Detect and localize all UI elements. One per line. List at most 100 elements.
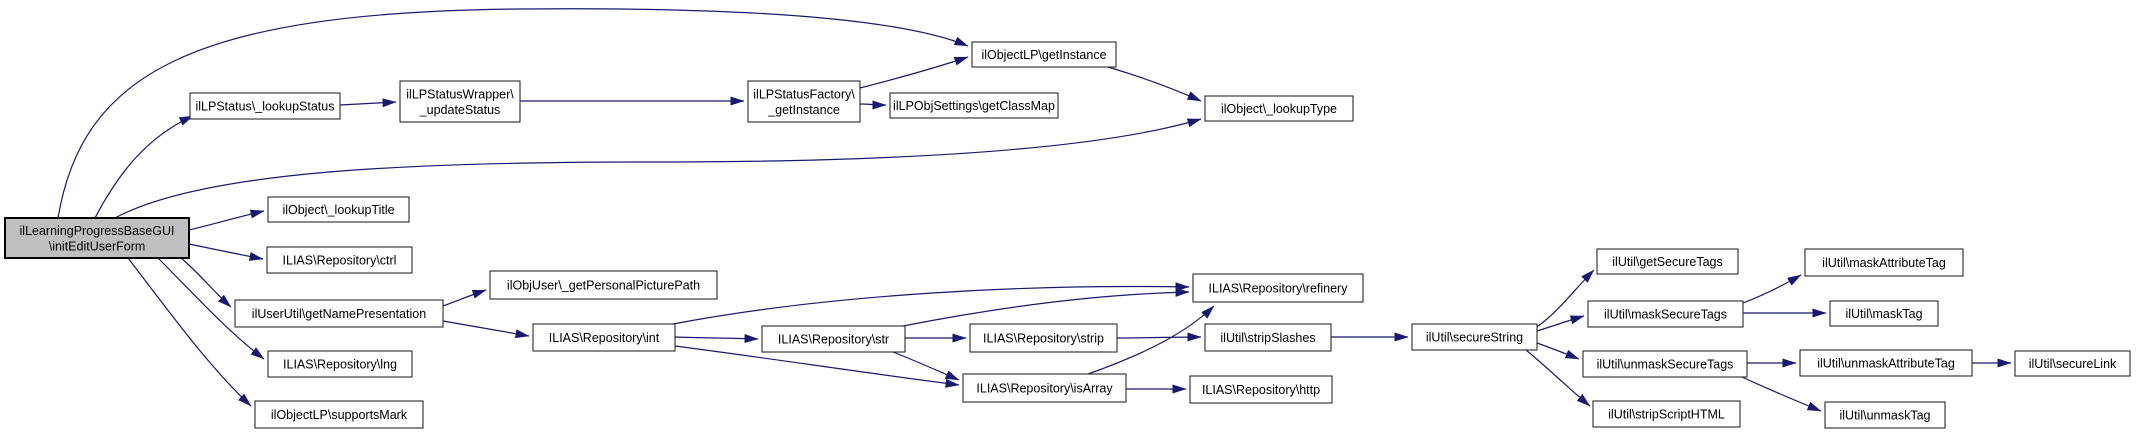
edge-getnamepres-picpath bbox=[442, 289, 487, 307]
node-box[interactable] bbox=[1804, 248, 1964, 277]
node-box[interactable] bbox=[1596, 248, 1739, 275]
edge-securestring-masksecuretags bbox=[1536, 315, 1585, 332]
node-label: ilUtil\unmaskTag bbox=[1839, 409, 1930, 423]
node-label-line: ILIAS\Repository\isArray bbox=[976, 382, 1113, 396]
node-box[interactable] bbox=[267, 350, 413, 378]
node-box[interactable] bbox=[1582, 350, 1748, 378]
node-label-line: ilObject\_lookupTitle bbox=[282, 203, 394, 217]
graph-node-picpath[interactable]: ilObjUser\_getPersonalPicturePath bbox=[489, 270, 718, 300]
node-box[interactable] bbox=[489, 270, 718, 300]
node-label: ilLPStatusFactory\_getInstance bbox=[753, 88, 855, 118]
node-box[interactable] bbox=[1829, 300, 1939, 327]
node-label-line: ilUtil\stripSlashes bbox=[1220, 331, 1315, 345]
node-label-line: ilUtil\maskTag bbox=[1845, 307, 1922, 321]
node-label-line: ilUtil\unmaskAttributeTag bbox=[1817, 357, 1955, 371]
node-label-line: ilObjectLP\getInstance bbox=[981, 48, 1106, 62]
node-box[interactable] bbox=[1411, 323, 1538, 351]
graph-node-lookupstatus[interactable]: ilLPStatus\_lookupStatus bbox=[189, 92, 341, 120]
graph-node-str[interactable]: ILIAS\Repository\str bbox=[761, 325, 906, 353]
node-label: ILIAS\Repository\str bbox=[778, 333, 889, 347]
node-box[interactable] bbox=[761, 325, 906, 353]
edge-isarray-refinery bbox=[1087, 305, 1215, 375]
node-label: ILIAS\Repository\refinery bbox=[1209, 282, 1349, 296]
node-box[interactable] bbox=[1192, 273, 1364, 303]
node-label-line: ILIAS\Repository\strip bbox=[983, 332, 1104, 346]
node-label-line: \initEditUserForm bbox=[49, 240, 146, 254]
graph-node-int[interactable]: ILIAS\Repository\int bbox=[532, 323, 676, 352]
node-box[interactable] bbox=[971, 41, 1117, 68]
edge-lookupstatus-updatestatus bbox=[339, 98, 397, 108]
node-box[interactable] bbox=[1189, 375, 1333, 404]
node-box[interactable] bbox=[1592, 400, 1741, 428]
graph-node-masktag[interactable]: ilUtil\maskTag bbox=[1829, 300, 1939, 327]
edge-factory-getclassmap bbox=[859, 100, 887, 110]
graph-node-unmaskattributetag[interactable]: ilUtil\unmaskAttributeTag bbox=[1799, 349, 1973, 377]
node-label-line: ilUtil\secureString bbox=[1426, 331, 1523, 345]
graph-node-masksecuretags[interactable]: ilUtil\maskSecureTags bbox=[1587, 300, 1744, 328]
graph-node-securelink[interactable]: ilUtil\secureLink bbox=[2014, 350, 2131, 377]
graph-node-lng[interactable]: ILIAS\Repository\lng bbox=[267, 350, 413, 378]
node-label: ilUtil\stripScriptHTML bbox=[1608, 408, 1725, 422]
graph-node-getclassmap[interactable]: ilLPObjSettings\getClassMap bbox=[889, 92, 1059, 119]
node-label: ILIAS\Repository\ctrl bbox=[283, 254, 397, 268]
node-box[interactable] bbox=[2014, 350, 2131, 377]
graph-node-unmasktag[interactable]: ilUtil\unmaskTag bbox=[1824, 401, 1946, 429]
edge-root-objgetinst bbox=[57, 8, 969, 219]
node-box[interactable] bbox=[1587, 300, 1744, 328]
node-label-line: ilUserUtil\getNamePresentation bbox=[252, 307, 426, 321]
node-box[interactable] bbox=[889, 92, 1059, 119]
node-box[interactable] bbox=[1204, 323, 1332, 352]
graph-node-supportsmark[interactable]: ilObjectLP\supportsMark bbox=[254, 400, 424, 429]
node-box[interactable] bbox=[189, 92, 341, 120]
graph-node-lookuptype[interactable]: ilObject\_lookupType bbox=[1204, 95, 1354, 122]
graph-node-stripslashes[interactable]: ilUtil\stripSlashes bbox=[1204, 323, 1332, 352]
graph-node-getnamepres[interactable]: ilUserUtil\getNamePresentation bbox=[234, 299, 444, 328]
graph-node-maskattributetag[interactable]: ilUtil\maskAttributeTag bbox=[1804, 248, 1964, 277]
node-box[interactable] bbox=[532, 323, 676, 352]
node-label: ILIAS\Repository\http bbox=[1202, 383, 1320, 397]
edge-str-isarray bbox=[892, 351, 960, 381]
node-label-line: ILIAS\Repository\refinery bbox=[1209, 282, 1349, 296]
edge-root-lookupstatus bbox=[94, 115, 194, 219]
graph-node-factory[interactable]: ilLPStatusFactory\_getInstance bbox=[747, 80, 861, 123]
graph-node-objgetinst[interactable]: ilObjectLP\getInstance bbox=[971, 41, 1117, 68]
graph-node-lookuptitle[interactable]: ilObject\_lookupTitle bbox=[267, 196, 410, 223]
edge-int-isarray bbox=[674, 345, 960, 388]
node-box[interactable] bbox=[234, 299, 444, 328]
node-label-line: ilObject\_lookupType bbox=[1221, 102, 1337, 116]
node-label-line: ilUtil\unmaskTag bbox=[1839, 409, 1930, 423]
node-box[interactable] bbox=[962, 373, 1127, 403]
node-label: ilLPStatus\_lookupStatus bbox=[196, 100, 335, 114]
node-label: ILIAS\Repository\strip bbox=[983, 332, 1104, 346]
edge-strip-stripslashes bbox=[1116, 332, 1202, 342]
node-label: ilUtil\getSecureTags bbox=[1612, 255, 1722, 269]
node-box[interactable] bbox=[399, 80, 521, 123]
graph-node-getsecuretags[interactable]: ilUtil\getSecureTags bbox=[1596, 248, 1739, 275]
node-label: ILIAS\Repository\lng bbox=[283, 358, 397, 372]
graph-node-ctrl[interactable]: ILIAS\Repository\ctrl bbox=[266, 246, 413, 274]
edge-int-str bbox=[674, 334, 759, 344]
node-box[interactable] bbox=[254, 400, 424, 429]
edge-root-getnamepres bbox=[180, 257, 232, 308]
node-box[interactable] bbox=[1799, 349, 1973, 377]
graph-node-securestring[interactable]: ilUtil\secureString bbox=[1411, 323, 1538, 351]
node-box[interactable] bbox=[1824, 401, 1946, 429]
node-box[interactable] bbox=[1204, 95, 1354, 122]
node-label: ilLPObjSettings\getClassMap bbox=[893, 99, 1055, 113]
node-label-line: ilLearningProgressBaseGUI bbox=[20, 224, 175, 238]
edge-objgetinst-lookuptype bbox=[1107, 66, 1202, 102]
node-box[interactable] bbox=[266, 246, 413, 274]
graph-node-stripscripthtml[interactable]: ilUtil\stripScriptHTML bbox=[1592, 400, 1741, 428]
node-box[interactable] bbox=[747, 80, 861, 123]
graph-node-updatestatus[interactable]: ilLPStatusWrapper\_updateStatus bbox=[399, 80, 521, 123]
node-box[interactable] bbox=[969, 323, 1118, 353]
graph-node-strip[interactable]: ILIAS\Repository\strip bbox=[969, 323, 1118, 353]
graph-node-http[interactable]: ILIAS\Repository\http bbox=[1189, 375, 1333, 404]
graph-node-refinery[interactable]: ILIAS\Repository\refinery bbox=[1192, 273, 1364, 303]
node-label-line: _getInstance bbox=[767, 103, 840, 117]
node-box[interactable] bbox=[267, 196, 410, 223]
graph-node-unmasksecuretags[interactable]: ilUtil\unmaskSecureTags bbox=[1582, 350, 1748, 378]
graph-node-isarray[interactable]: ILIAS\Repository\isArray bbox=[962, 373, 1127, 403]
